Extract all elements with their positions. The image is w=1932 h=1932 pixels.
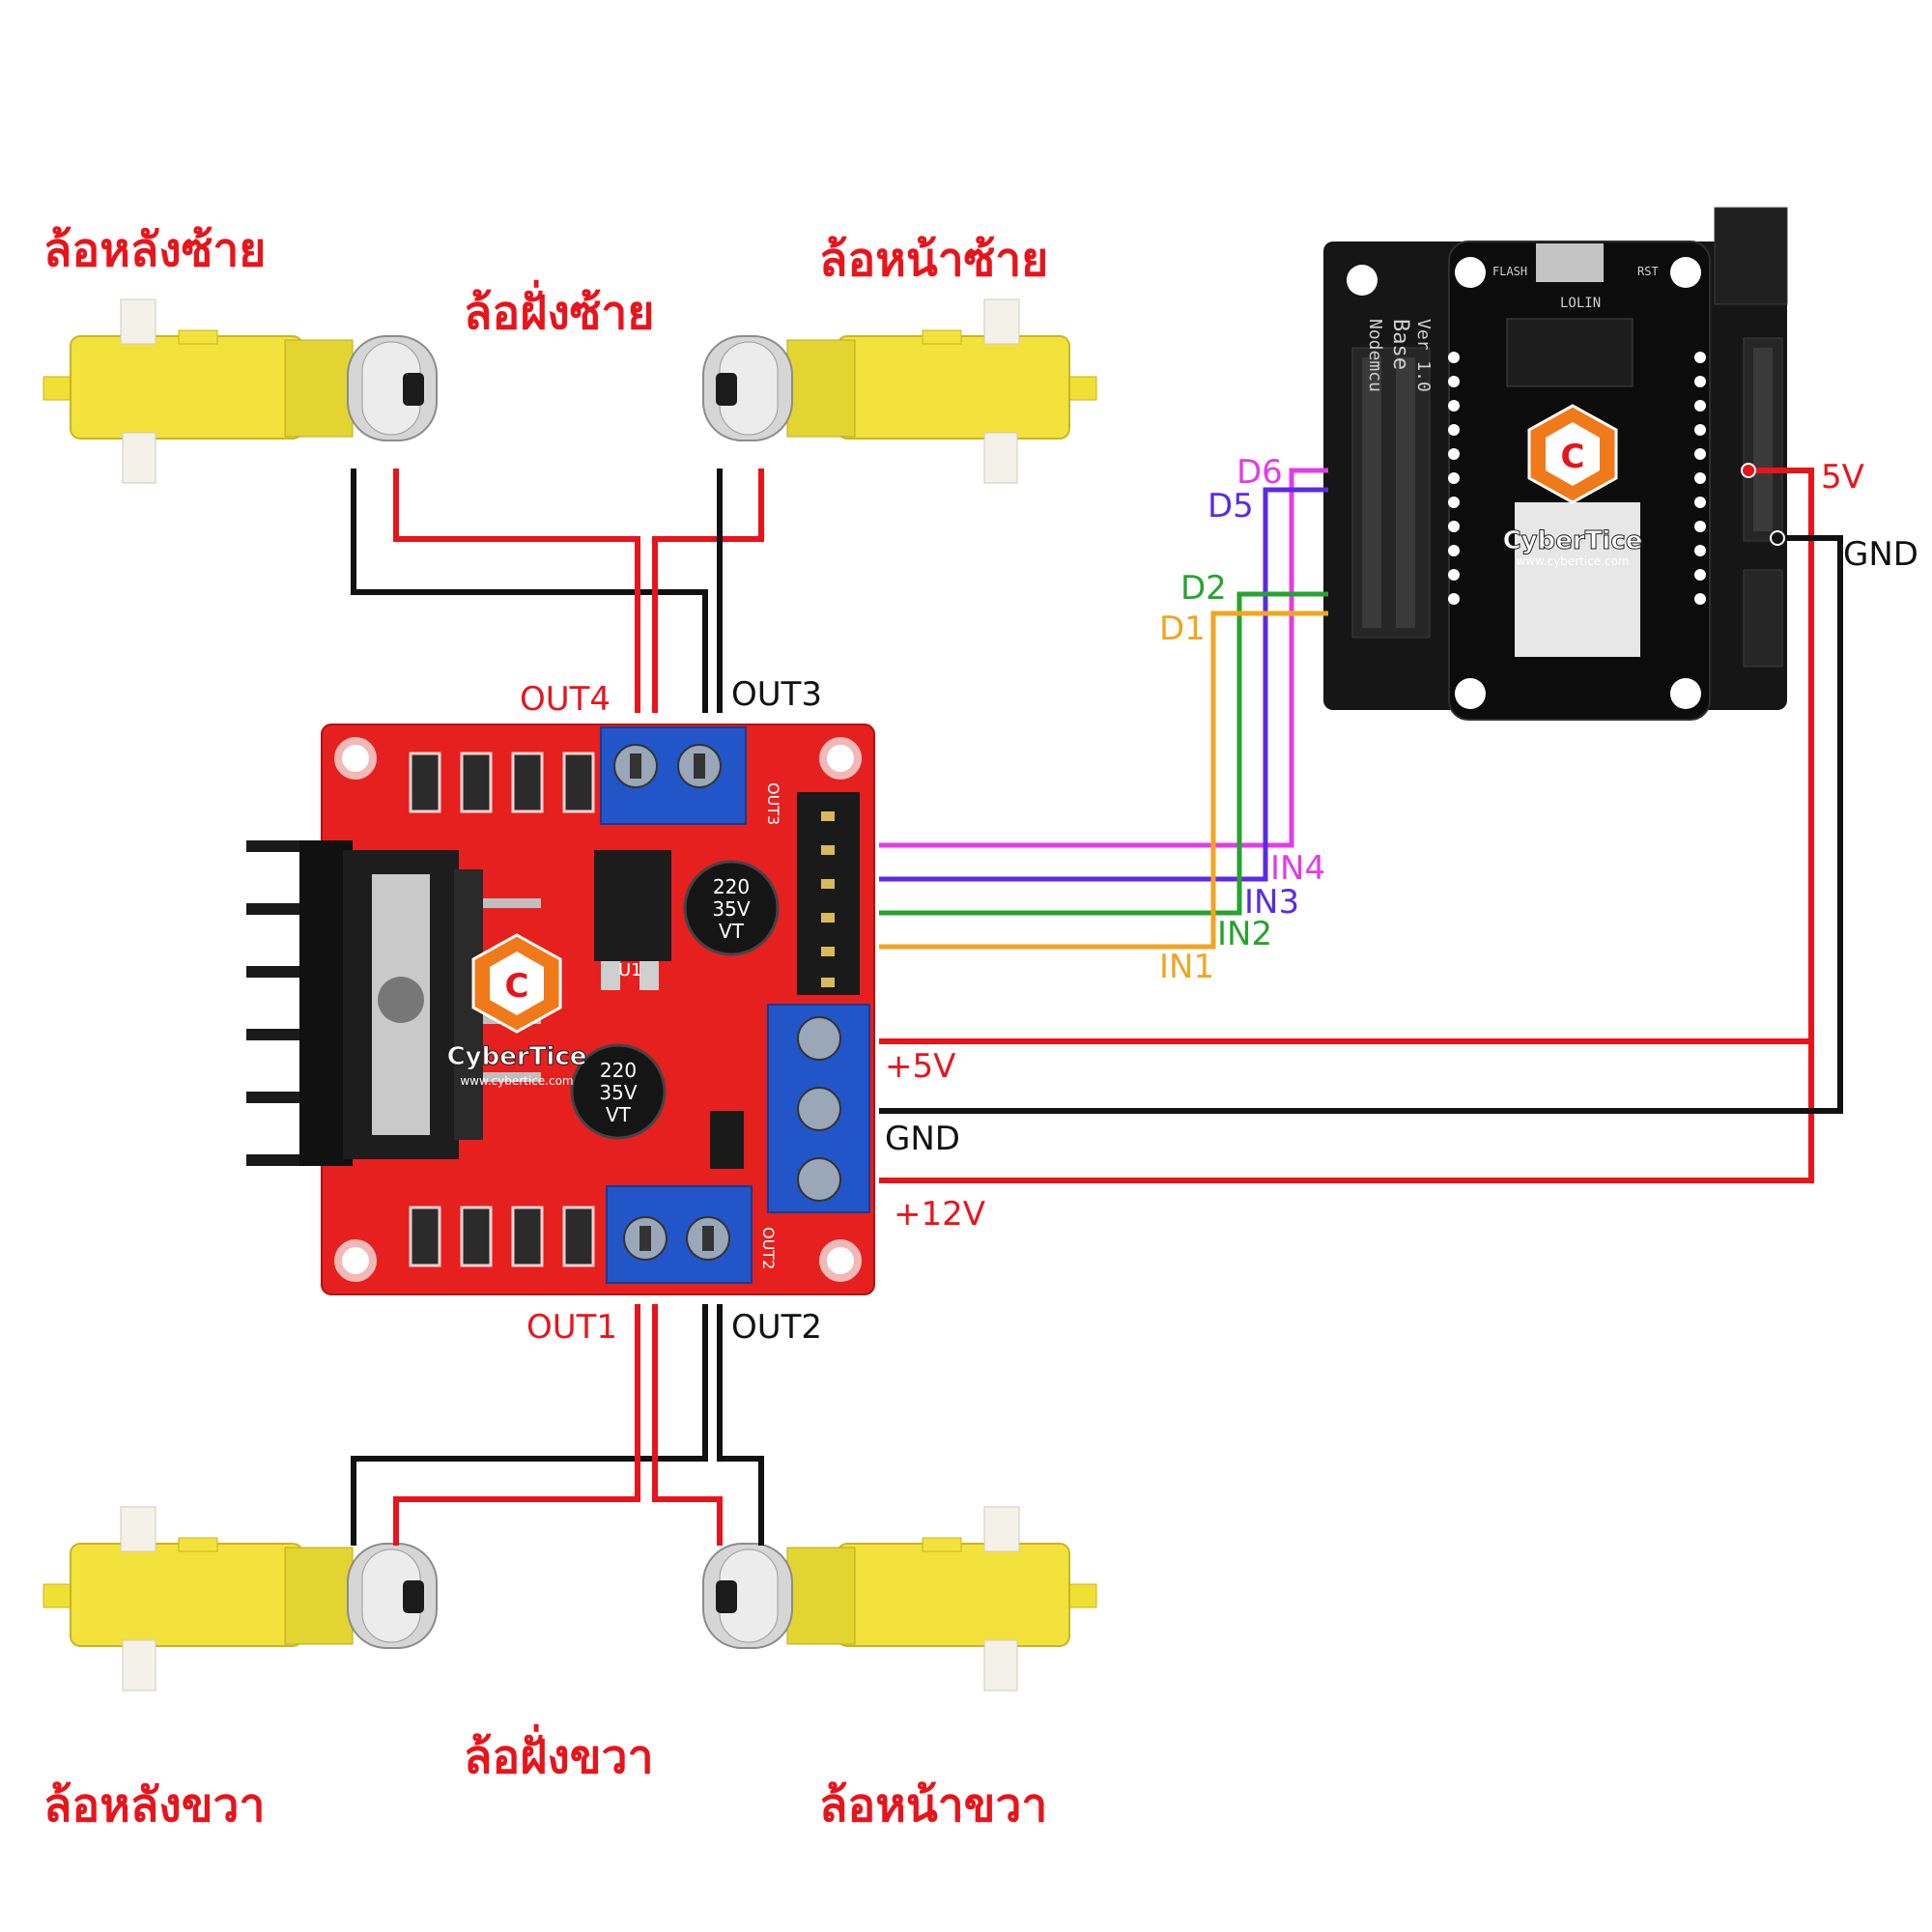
- svg-text:35V: 35V: [599, 1081, 637, 1104]
- wires-bottom-motors: [351, 1304, 764, 1546]
- wire-in2-d2: [879, 591, 1328, 916]
- label-out2: OUT2: [731, 1308, 822, 1347]
- label-d5: D5: [1208, 487, 1254, 526]
- label-out1: OUT1: [526, 1308, 617, 1347]
- svg-text:Nodemcu: Nodemcu: [1365, 319, 1385, 392]
- motor-right-rear: [43, 1506, 438, 1691]
- thai-wheel-labels: ล้อหลังซ้าย ล้อฝั่งซ้าย ล้อหน้าซ้าย ล้อห…: [43, 223, 1048, 1833]
- power-wires: [879, 463, 1843, 1183]
- label-plus12v: +12V: [894, 1195, 985, 1234]
- svg-text:CyberTice: CyberTice: [447, 1042, 587, 1071]
- svg-text:C: C: [505, 967, 529, 1006]
- svg-text:FLASH: FLASH: [1492, 265, 1527, 278]
- svg-text:Ver 1.0: Ver 1.0: [1413, 319, 1434, 392]
- svg-text:35V: 35V: [712, 897, 750, 921]
- driver-labels: OUT4 OUT3 OUT1 OUT2 IN4 IN3 IN2 IN1 +5V …: [520, 675, 1325, 1347]
- heatsink: [246, 840, 541, 1166]
- label-in1: IN1: [1159, 948, 1214, 986]
- label-gnd-driver: GND: [885, 1120, 960, 1158]
- label-gnd-mcu: GND: [1843, 535, 1918, 574]
- capacitor-2: 220 35V VT: [570, 1043, 667, 1140]
- label-out4: OUT4: [520, 680, 611, 719]
- svg-text:Base: Base: [1388, 319, 1412, 370]
- header-pins: [797, 792, 860, 995]
- motor-left-rear: [43, 298, 438, 484]
- terminal-out1-out2: [606, 1185, 753, 1284]
- label-right-front: ล้อหน้าขวา: [819, 1778, 1047, 1833]
- label-d2: D2: [1180, 569, 1227, 608]
- svg-text:www.cybertice.com: www.cybertice.com: [1516, 554, 1629, 568]
- capacitor-1: 220 35V VT: [683, 860, 780, 956]
- wires-top-motors: [351, 469, 764, 713]
- signal-wires: [879, 468, 1328, 950]
- wire-gnd: [879, 535, 1843, 1114]
- wire-in4-d6: [879, 468, 1328, 848]
- label-right-rear: ล้อหลังขวา: [43, 1778, 265, 1833]
- wire-right-front-black: [717, 1304, 764, 1546]
- svg-text:LOLIN: LOLIN: [1560, 296, 1601, 311]
- label-left-front: ล้อหน้าซ้าย: [819, 233, 1048, 287]
- cybertice-logo-mcu: C CyberTice www.cybertice.com: [1502, 404, 1643, 568]
- label-out3: OUT3: [731, 675, 822, 714]
- svg-text:OUT2: OUT2: [759, 1227, 778, 1269]
- svg-text:220: 220: [713, 875, 750, 898]
- svg-text:RST: RST: [1637, 265, 1659, 278]
- svg-text:220: 220: [600, 1059, 637, 1082]
- label-5v-mcu: 5V: [1821, 458, 1864, 497]
- svg-text:www.cybertice.com: www.cybertice.com: [460, 1074, 573, 1088]
- wire-12v: [879, 541, 1814, 1183]
- u1-label: U1: [618, 960, 642, 980]
- wire-right-rear-black: [351, 1304, 708, 1546]
- svg-text:OUT3: OUT3: [764, 782, 782, 825]
- mcu-labels: D6 D5 D2 D1 5V GND: [1159, 453, 1918, 648]
- wire-left-rear-black: [351, 469, 708, 713]
- label-d6: D6: [1236, 453, 1283, 492]
- nodemcu-base-board: Nodemcu Base Ver 1.0 LOLIN RST FLASH C C…: [1323, 207, 1788, 721]
- label-in4: IN4: [1270, 849, 1325, 888]
- svg-text:VT: VT: [606, 1103, 632, 1126]
- svg-text:C: C: [1561, 438, 1585, 476]
- terminal-power: [767, 1004, 870, 1213]
- terminal-out3-out4: [600, 726, 747, 825]
- svg-text:VT: VT: [719, 920, 745, 943]
- l298n-driver-board: 220 35V VT 220 35V VT U1 OUT3 OUT2 C Cyb…: [246, 724, 875, 1295]
- wire-left-front-red: [652, 469, 764, 713]
- label-left-side: ล้อฝั่งซ้าย: [464, 279, 654, 340]
- wire-in1-d1: [879, 611, 1328, 950]
- wire-in3-d5: [879, 487, 1328, 882]
- label-right-side: ล้อฝั่งขวา: [464, 1723, 654, 1784]
- wire-right-front-red: [652, 1304, 723, 1546]
- label-in3: IN3: [1244, 883, 1299, 922]
- label-in2: IN2: [1217, 915, 1272, 953]
- svg-text:CyberTice: CyberTice: [1503, 526, 1643, 555]
- wire-left-rear-red: [393, 469, 640, 713]
- motor-left-front: [702, 298, 1097, 484]
- cybertice-logo-driver: C CyberTice www.cybertice.com: [446, 933, 587, 1088]
- label-plus5v: +5V: [885, 1047, 955, 1086]
- label-left-rear: ล้อหลังซ้าย: [43, 223, 266, 277]
- wire-right-rear-red: [393, 1304, 640, 1546]
- label-d1: D1: [1159, 610, 1206, 648]
